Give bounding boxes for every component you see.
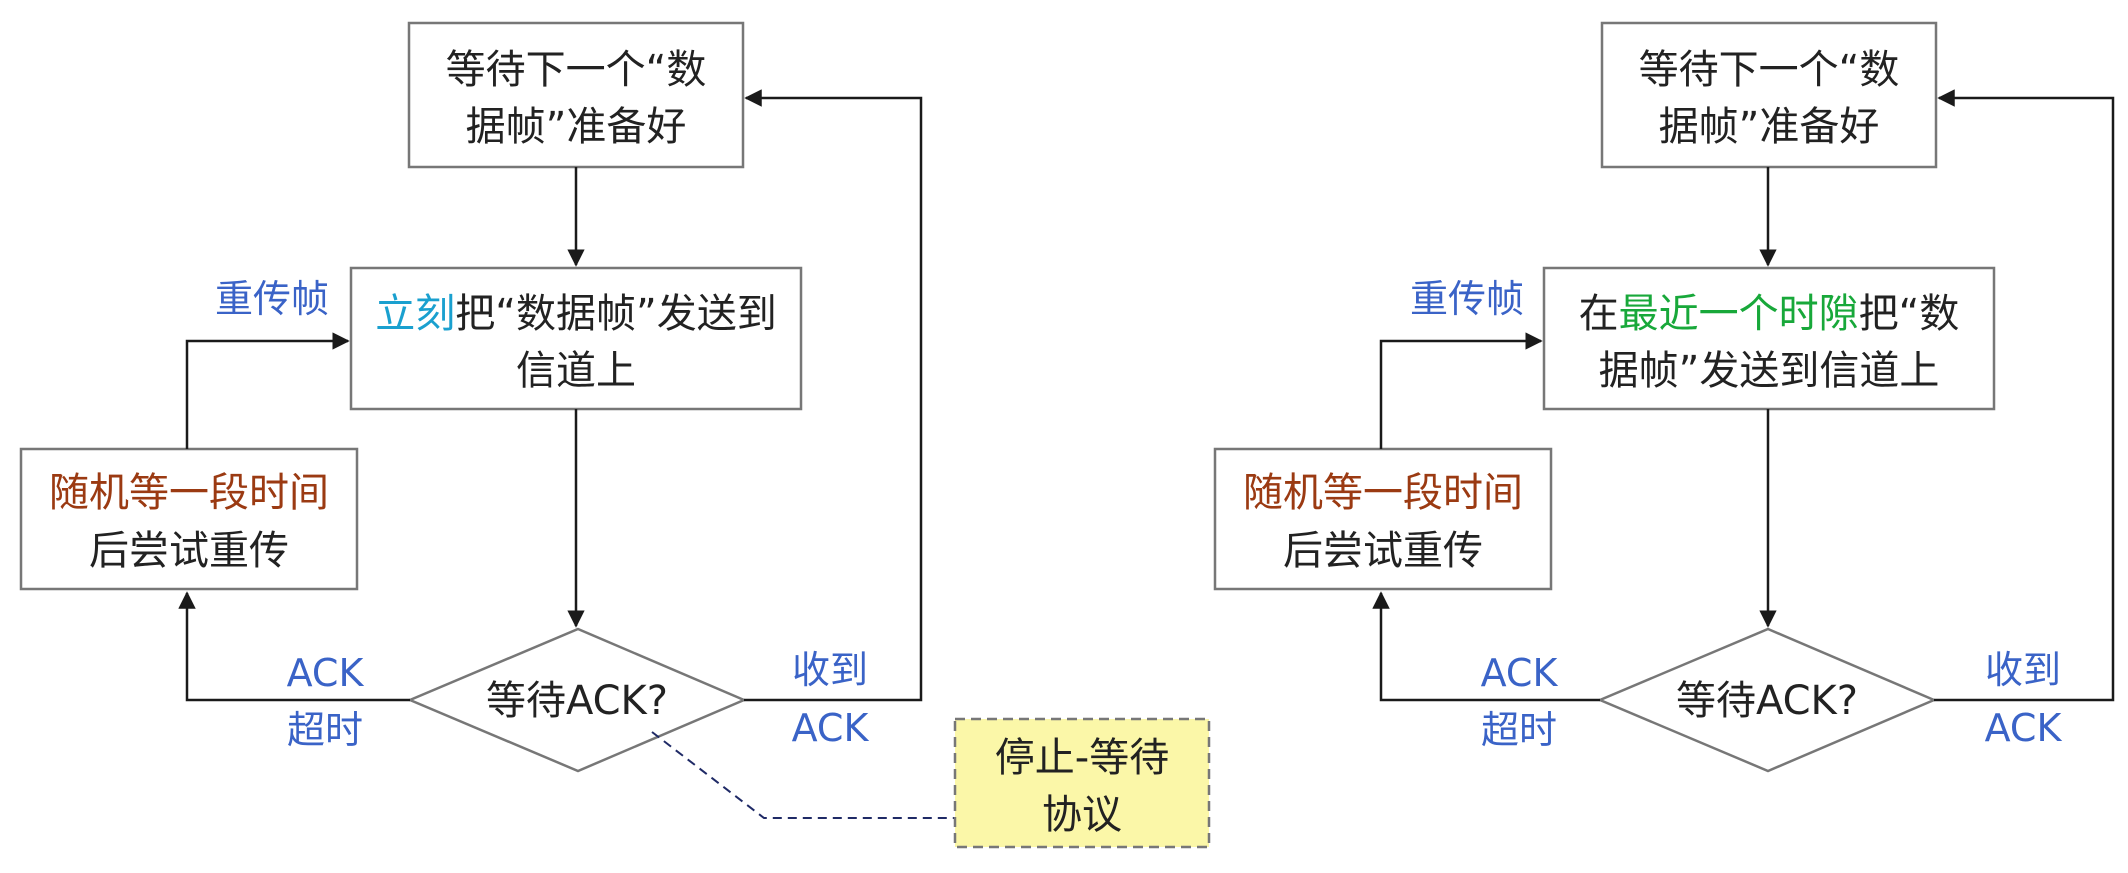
protocol-note-box bbox=[953, 717, 1211, 849]
left-send-immediate: 立刻 bbox=[375, 291, 455, 337]
right-timeout-label-line2: 超时 bbox=[1481, 708, 1557, 752]
left-send-frame-line2: 信道上 bbox=[516, 348, 636, 394]
right-arrow-ack-received bbox=[1934, 89, 2115, 702]
right-send-frame-line1: 在最近一个时隙把“数 bbox=[1579, 291, 1960, 337]
left-timeout-label-line2: 超时 bbox=[287, 708, 363, 752]
left-send-frame-line1: 立刻把“数据帧”发送到 bbox=[375, 291, 776, 337]
left-backoff-line1: 随机等一段时间 bbox=[49, 470, 329, 516]
right-send-frame-box bbox=[1542, 266, 1996, 411]
right-backoff-line1: 随机等一段时间 bbox=[1243, 470, 1523, 516]
left-arrow-timeout bbox=[178, 591, 410, 702]
right-received-label-line2: ACK bbox=[1985, 706, 2063, 750]
protocol-note-line2: 协议 bbox=[1042, 792, 1122, 838]
left-retransmit-label: 重传帧 bbox=[215, 277, 329, 321]
right-send-prefix: 在 bbox=[1579, 291, 1619, 337]
left-wait-frame-box bbox=[407, 21, 745, 169]
right-send-frame-line2: 据帧”发送到信道上 bbox=[1599, 348, 1940, 394]
left-timeout-label-line1: ACK bbox=[287, 651, 365, 695]
right-wait-ack-diamond bbox=[1596, 627, 1938, 773]
left-arrow-ack-received bbox=[744, 89, 923, 702]
left-received-label-line1: 收到 bbox=[792, 648, 868, 692]
right-flowchart: 等待下一个“数 据帧”准备好 在最近一个时隙把“数 据帧”发送到信道上 随机等一… bbox=[1213, 21, 2115, 773]
left-backoff-box bbox=[19, 447, 359, 591]
right-wait-frame-line1: 等待下一个“数 bbox=[1639, 47, 1900, 93]
right-wait-frame-line2: 据帧”准备好 bbox=[1659, 104, 1880, 150]
right-backoff-line2: 后尝试重传 bbox=[1283, 528, 1483, 574]
left-send-frame-box bbox=[349, 266, 803, 411]
left-send-frame-rest: 把“数据帧”发送到 bbox=[455, 291, 776, 337]
note-callout-line bbox=[651, 731, 954, 819]
left-wait-frame-line1: 等待下一个“数 bbox=[446, 47, 707, 93]
left-arrow-retransmit bbox=[185, 332, 350, 449]
right-received-label-line1: 收到 bbox=[1985, 648, 2061, 692]
left-wait-ack-text: 等待ACK? bbox=[486, 678, 668, 724]
protocol-note: 停止-等待 协议 bbox=[953, 717, 1211, 849]
left-backoff-line2: 后尝试重传 bbox=[89, 528, 289, 574]
right-backoff-box bbox=[1213, 447, 1553, 591]
right-timeout-label-line1: ACK bbox=[1481, 651, 1559, 695]
right-arrow-retransmit bbox=[1379, 332, 1543, 449]
right-retransmit-label: 重传帧 bbox=[1410, 277, 1524, 321]
right-wait-ack-text: 等待ACK? bbox=[1676, 678, 1858, 724]
left-received-label-line2: ACK bbox=[792, 706, 870, 750]
protocol-note-line1: 停止-等待 bbox=[995, 735, 1169, 781]
right-arrow-timeout bbox=[1372, 591, 1600, 702]
left-wait-ack-diamond bbox=[406, 627, 748, 773]
right-wait-frame-box bbox=[1600, 21, 1938, 169]
right-send-suffix: 把“数 bbox=[1859, 291, 1960, 337]
right-send-nearest-slot: 最近一个时隙 bbox=[1619, 291, 1859, 337]
left-wait-frame-line2: 据帧”准备好 bbox=[466, 104, 687, 150]
left-flowchart: 等待下一个“数 据帧”准备好 立刻把“数据帧”发送到 信道上 随机等一段时间 后… bbox=[19, 21, 954, 819]
